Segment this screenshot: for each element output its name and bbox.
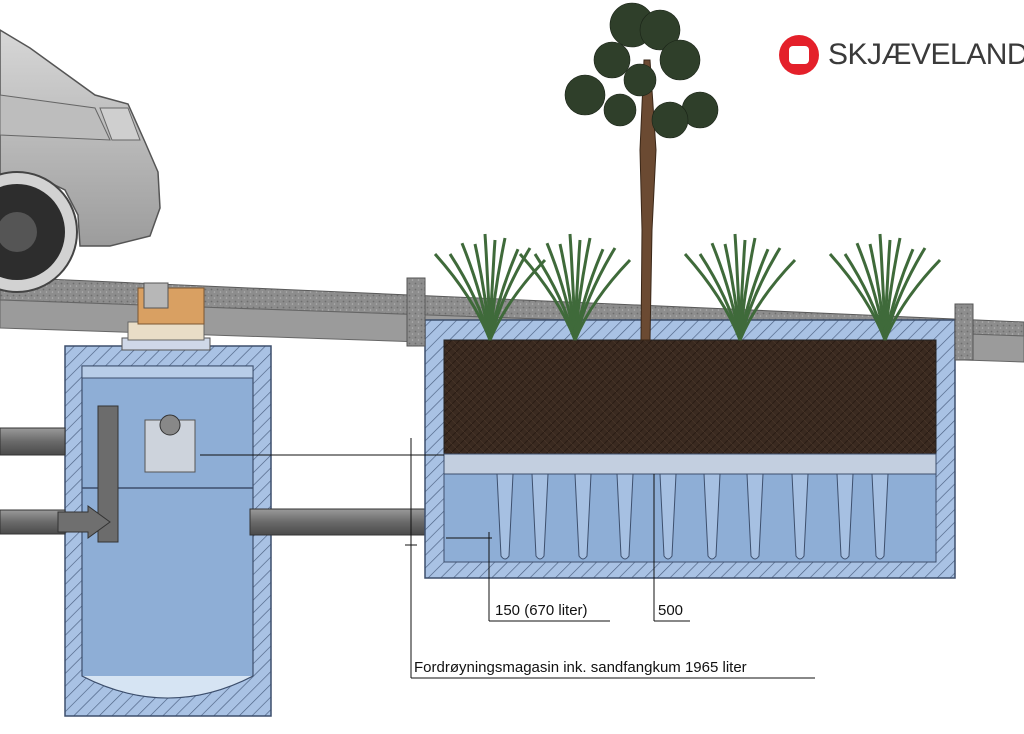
tree: [564, 2, 719, 341]
infiltration-cone: [574, 473, 592, 560]
dimension-lines: [200, 438, 815, 679]
infiltration-cone: [531, 473, 549, 560]
depth-500-label: 500: [658, 602, 684, 619]
brand-mark-icon: [779, 35, 819, 75]
infiltration-cones: [496, 473, 889, 560]
plant: [518, 233, 632, 341]
retention-planter: [406, 277, 974, 579]
infiltration-cone: [746, 473, 764, 560]
brand-name: SKJÆVELAND: [828, 38, 1024, 71]
plant: [683, 233, 797, 341]
sand-trap-manhole: [64, 282, 272, 717]
plant: [433, 233, 547, 341]
infiltration-cone: [703, 473, 721, 560]
infiltration-cone: [659, 473, 677, 560]
infiltration-cone: [836, 473, 854, 560]
infiltration-cone: [871, 473, 889, 560]
brand-logo: SKJÆVELAND: [778, 30, 1024, 80]
car: [0, 29, 161, 293]
volume-150-label: 150 (670 liter): [495, 602, 588, 619]
total-capacity-label: Fordrøyningsmagasin ink. sandfangkum 196…: [414, 659, 747, 676]
inlet-pipes: [0, 427, 111, 539]
infiltration-cone: [496, 473, 514, 560]
connecting-pipe: [249, 508, 447, 536]
plant: [828, 233, 942, 341]
infiltration-cone: [616, 473, 634, 560]
infiltration-cone: [791, 473, 809, 560]
plants: [433, 233, 942, 341]
